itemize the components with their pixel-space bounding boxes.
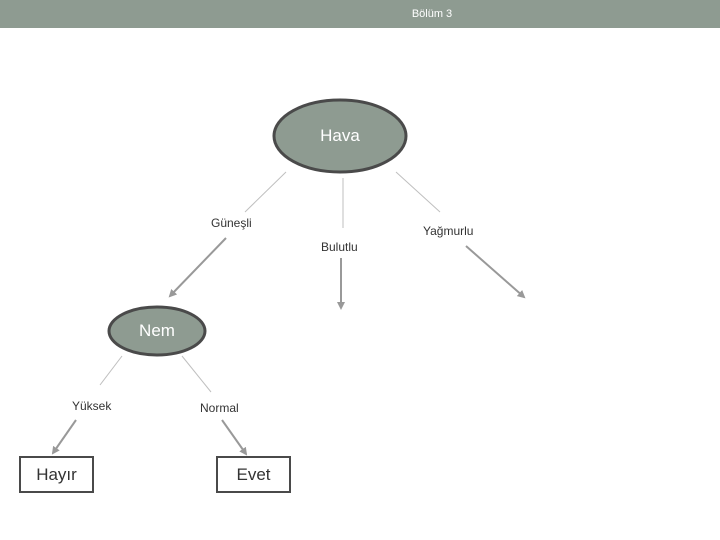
edge-label-gunesli: Güneşli [211, 216, 252, 230]
edge-label-yagmurlu: Yağmurlu [423, 224, 474, 238]
section-title: Bölüm 3 [411, 8, 453, 20]
node-nem[interactable] [107, 305, 207, 357]
leaf-evet-label: Evet [236, 465, 271, 484]
edge-high-arrow [51, 419, 77, 455]
edge-label-yuksek: Yüksek [72, 399, 112, 413]
leaf-hayir[interactable] [19, 456, 94, 493]
leaf-hayir-label: Hayır [36, 465, 77, 484]
nem-node-label: Nem [139, 321, 175, 340]
edge-label-bulutlu: Bulutlu [321, 240, 358, 254]
edge-label-normal: Normal [200, 401, 239, 415]
edge-sunny-arrow [168, 237, 227, 298]
root-node-hava[interactable] [272, 98, 408, 174]
leaf-evet[interactable] [216, 456, 291, 493]
edge-rainy-arrow [465, 245, 526, 299]
root-node-label: Hava [320, 126, 360, 145]
header-bar: Bölüm 3 [0, 0, 720, 28]
edge-nem-high-upper [99, 355, 123, 386]
edge-normal-arrow [221, 419, 248, 456]
edge-nem-normal-upper [181, 355, 212, 393]
edge-root-rainy-upper [395, 171, 441, 213]
edge-root-sunny-upper [244, 171, 287, 213]
